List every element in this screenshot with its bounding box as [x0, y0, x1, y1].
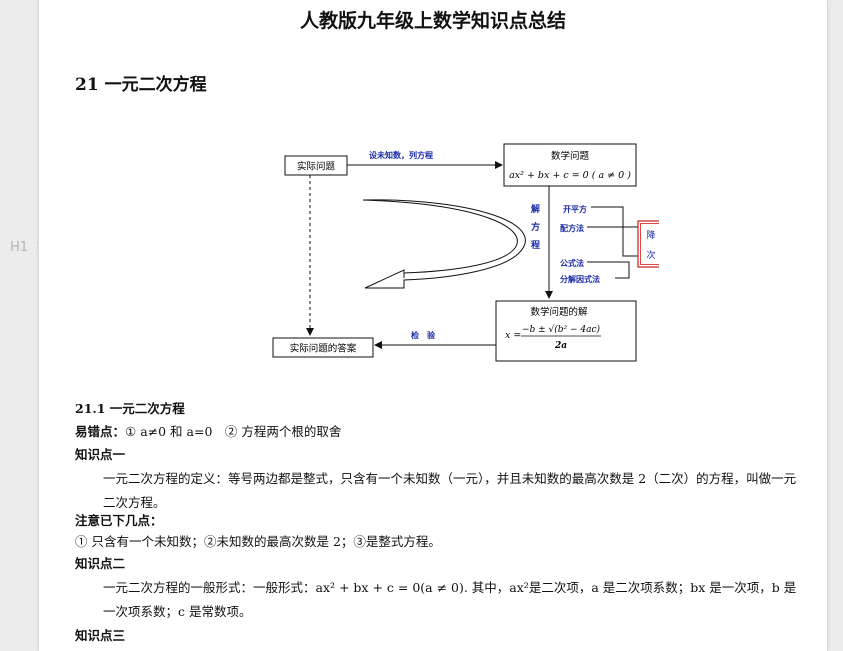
solve-char-2: 方	[531, 221, 540, 233]
pitfall-line: 易错点：① a≠0 和 a=0 ② 方程两个根的取舍	[75, 421, 805, 443]
kp3-label: 知识点三	[75, 628, 126, 643]
check-label: 检 验	[411, 330, 436, 340]
reduce-char-1: 降	[646, 229, 655, 241]
kp2-text: 一元二次方程的一般形式：一般形式：ax² + bx + c = 0(a ≠ 0)…	[103, 580, 797, 619]
document-page: 人教版九年级上数学知识点总结 21 一元二次方程 实际问题 设未知数，列方程 数…	[38, 0, 828, 651]
method-3: 公式法	[560, 258, 584, 268]
pitfall-label: 易错点：	[75, 424, 126, 439]
reduce-char-2: 次	[646, 249, 655, 261]
solution-box	[495, 300, 637, 362]
formula-denominator: 2a	[554, 341, 567, 351]
kp1-label: 知识点一	[75, 447, 126, 462]
answer-label: 实际问题的答案	[290, 343, 357, 355]
method-2: 配方法	[560, 223, 584, 233]
answer-box	[272, 337, 374, 358]
note-label: 注意已下几点：	[75, 513, 163, 528]
bracket-bottom	[587, 261, 630, 279]
solve-char-3: 程	[531, 239, 540, 251]
reduce-degree-box	[637, 220, 659, 268]
curved-return-arrow	[362, 199, 526, 289]
method-4: 分解因式法	[560, 274, 600, 284]
heading-marker: H1	[10, 240, 29, 255]
kp2-label: 知识点二	[75, 556, 126, 571]
kp1-text: 一元二次方程的定义：等号两边都是整式，只含有一个未知数（一元），并且未知数的最高…	[103, 471, 797, 510]
formula-numerator: −b ± √(b² − 4ac)	[522, 324, 601, 335]
equation-text: ax² + bx + c = 0 ( a ≠ 0 )	[509, 170, 631, 181]
document-title: 人教版九年级上数学知识点总结	[299, 10, 566, 32]
math-problem-box	[503, 143, 637, 187]
section-21-1-title: 21.1 一元二次方程	[75, 401, 185, 416]
note-text: ① 只含有一个未知数；②未知数的最高次数是 2；③是整式方程。	[75, 534, 441, 549]
flow-diagram: 实际问题 设未知数，列方程 数学问题 ax² + bx + c = 0 ( a …	[272, 143, 659, 362]
chapter-heading: 21 一元二次方程	[75, 75, 207, 95]
formula-lhs: x =	[505, 330, 521, 341]
set-unknown-label: 设未知数，列方程	[369, 150, 433, 160]
pitfall-text: ① a≠0 和 a=0 ② 方程两个根的取舍	[125, 424, 342, 439]
solution-label: 数学问题的解	[530, 306, 588, 318]
solve-char-1: 解	[531, 203, 540, 215]
real-problem-label: 实际问题	[297, 161, 336, 173]
method-1: 开平方	[563, 204, 587, 214]
math-problem-label: 数学问题	[551, 150, 590, 162]
bracket-top	[591, 206, 624, 226]
